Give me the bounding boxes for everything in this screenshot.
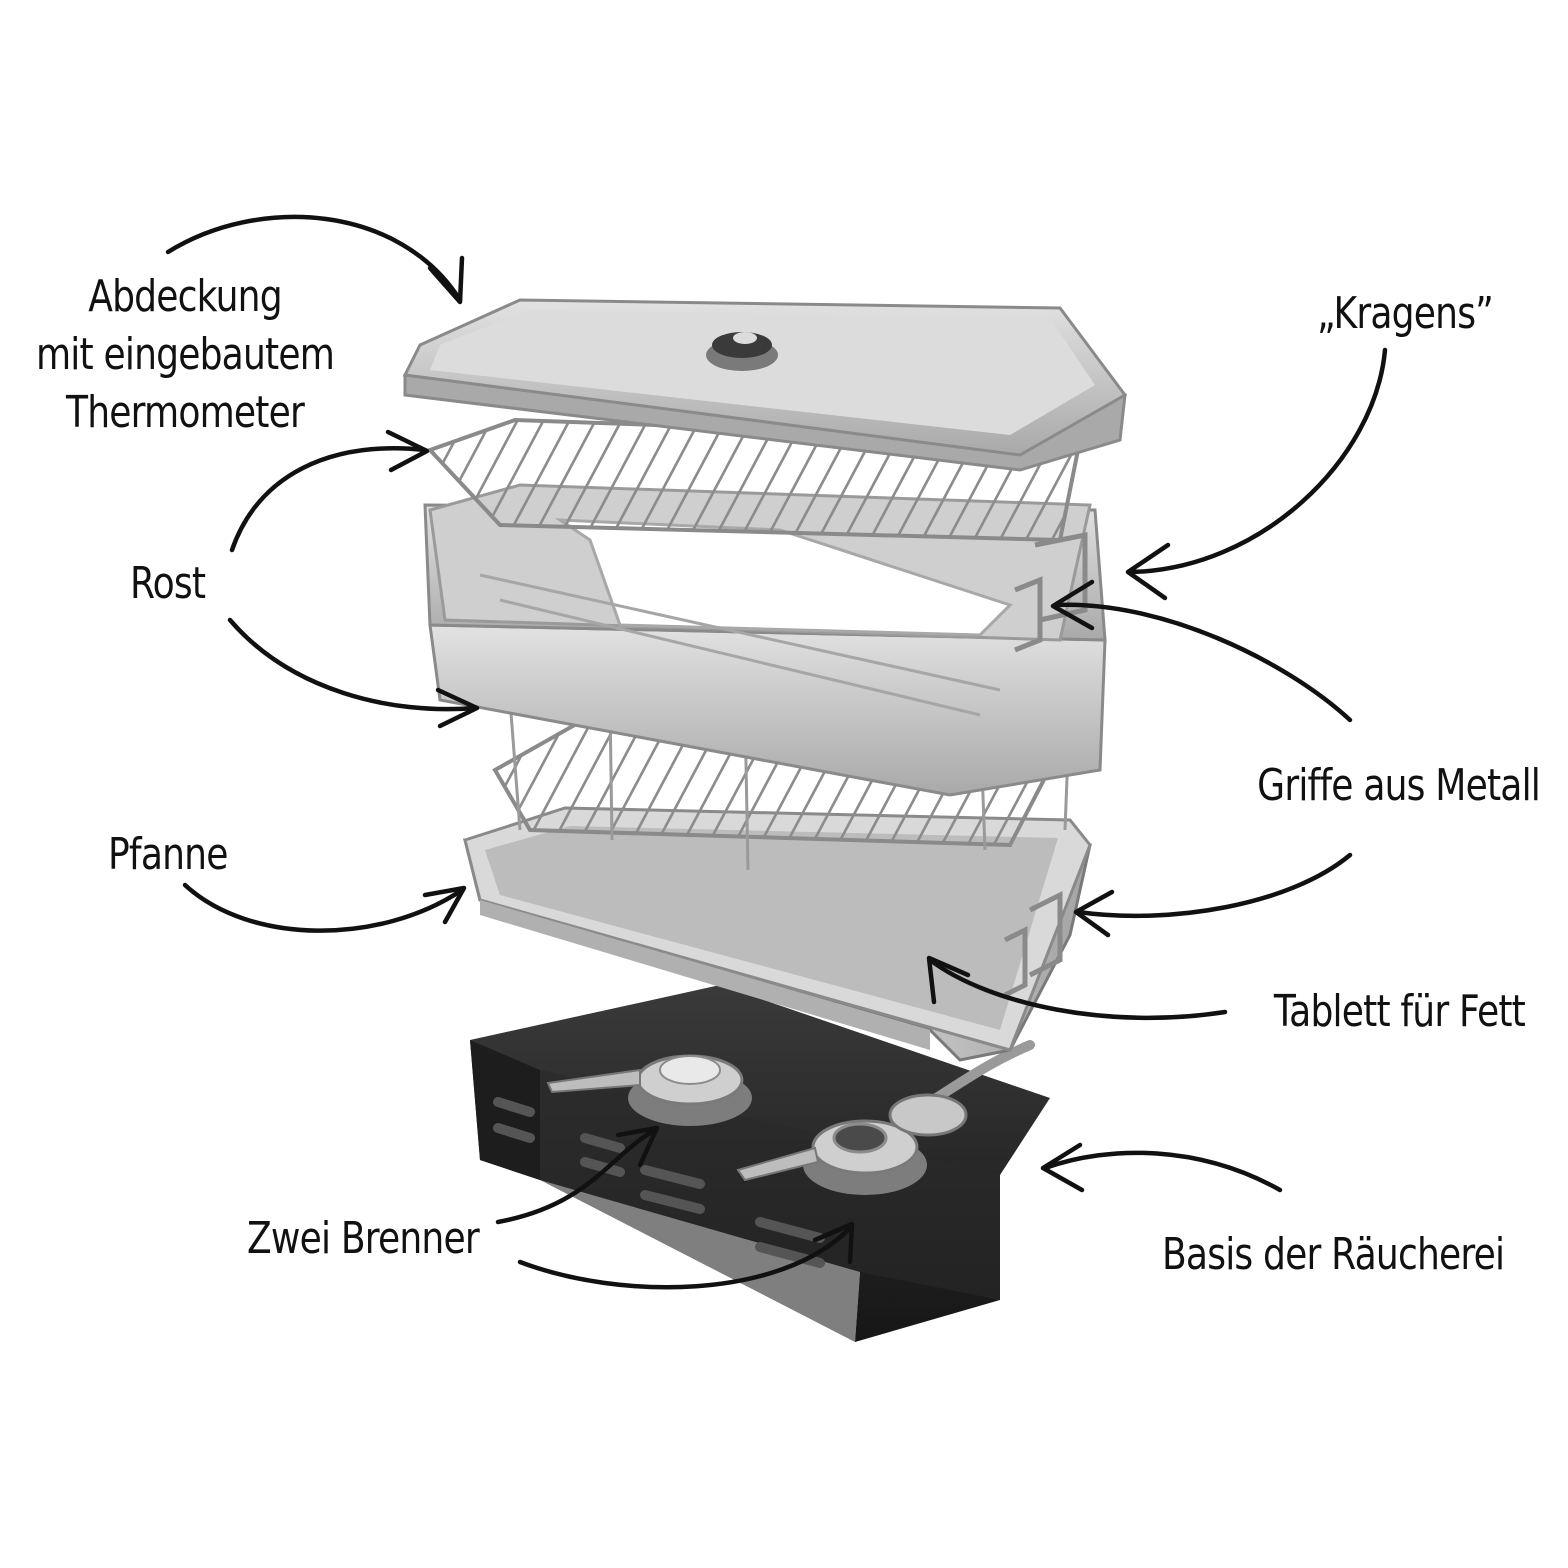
arrow-handles-lower	[1073, 852, 1353, 938]
label-grate: Rost	[130, 558, 206, 609]
label-handles: Griffe aus Metall	[1257, 760, 1541, 811]
label-lid-line1: Abdeckung	[88, 271, 282, 322]
arrow-lid	[165, 214, 465, 305]
arrow-burner-1	[495, 1125, 660, 1225]
arrow-pan	[182, 882, 467, 933]
arrow-handles-upper	[1050, 579, 1353, 723]
arrow-grate-lower	[227, 617, 480, 729]
label-lid: Abdeckung mit eingebautem Thermometer	[33, 268, 336, 442]
arrow-collar	[1125, 347, 1388, 601]
label-lid-line2: mit eingebautem	[35, 329, 335, 380]
label-base: Basis der Räucherei	[1162, 1229, 1505, 1280]
arrow-grate-upper	[229, 429, 430, 553]
pan-handle	[1003, 890, 1063, 998]
lid	[402, 298, 1128, 472]
burner-2	[736, 1119, 927, 1195]
label-collar: „Kragens”	[1316, 288, 1494, 339]
burner-1	[546, 1054, 752, 1126]
arrow-grease-tray	[926, 955, 1228, 1021]
burner-lid-handle	[888, 1040, 1035, 1137]
label-burners: Zwei Brenner	[247, 1213, 480, 1264]
arrow-burner-2	[517, 1221, 855, 1290]
thermometer-icon	[706, 332, 778, 371]
label-grease-tray: Tablett für Fett	[1273, 986, 1526, 1037]
arrow-base	[1040, 1142, 1283, 1193]
label-pan: Pfanne	[108, 829, 228, 880]
label-lid-line3: Thermometer	[65, 387, 305, 438]
